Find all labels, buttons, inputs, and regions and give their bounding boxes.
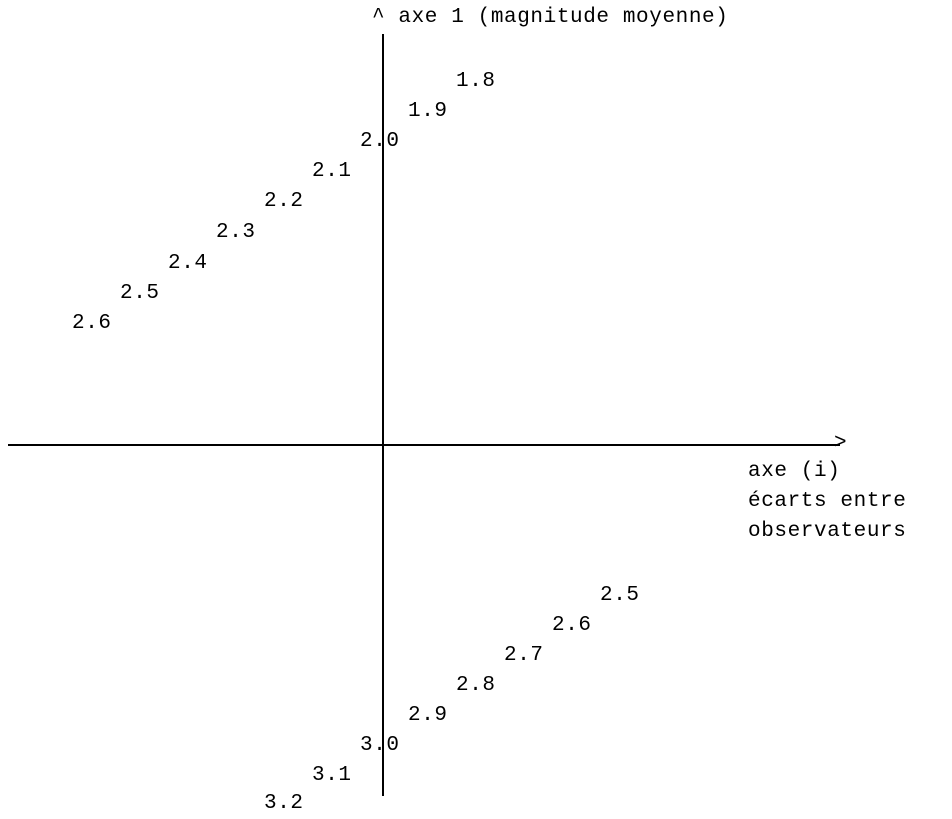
horizontal-axis-line xyxy=(8,444,840,446)
lower-series-label: 2.5 xyxy=(600,584,640,607)
lower-series-label: 3.1 xyxy=(312,764,352,787)
upper-series-label: 2.3 xyxy=(216,221,256,244)
upper-series-label: 2.5 xyxy=(120,282,160,305)
horizontal-axis-title-line3: observateurs xyxy=(748,520,907,543)
horizontal-axis-title-line1: axe (i) xyxy=(748,460,841,483)
horizontal-axis-arrow: > xyxy=(834,432,847,455)
upper-series-label: 2.6 xyxy=(72,312,112,335)
horizontal-axis-title-line2: écarts entre xyxy=(748,490,907,513)
upper-series-label: 2.1 xyxy=(312,160,352,183)
upper-series-label: 2.4 xyxy=(168,252,208,275)
lower-series-label: 2.8 xyxy=(456,674,496,697)
lower-series-label: 3.2 xyxy=(264,792,304,815)
upper-series-label: 1.8 xyxy=(456,70,496,93)
lower-series-label: 2.6 xyxy=(552,614,592,637)
lower-series-label: 2.7 xyxy=(504,644,544,667)
vertical-axis-line xyxy=(382,34,384,796)
upper-series-label: 2.0 xyxy=(360,130,400,153)
lower-series-label: 2.9 xyxy=(408,704,448,727)
upper-series-label: 2.2 xyxy=(264,190,304,213)
lower-series-label: 3.0 xyxy=(360,734,400,757)
vertical-axis-title: ^ axe 1 (magnitude moyenne) xyxy=(372,6,729,29)
upper-series-label: 1.9 xyxy=(408,100,448,123)
